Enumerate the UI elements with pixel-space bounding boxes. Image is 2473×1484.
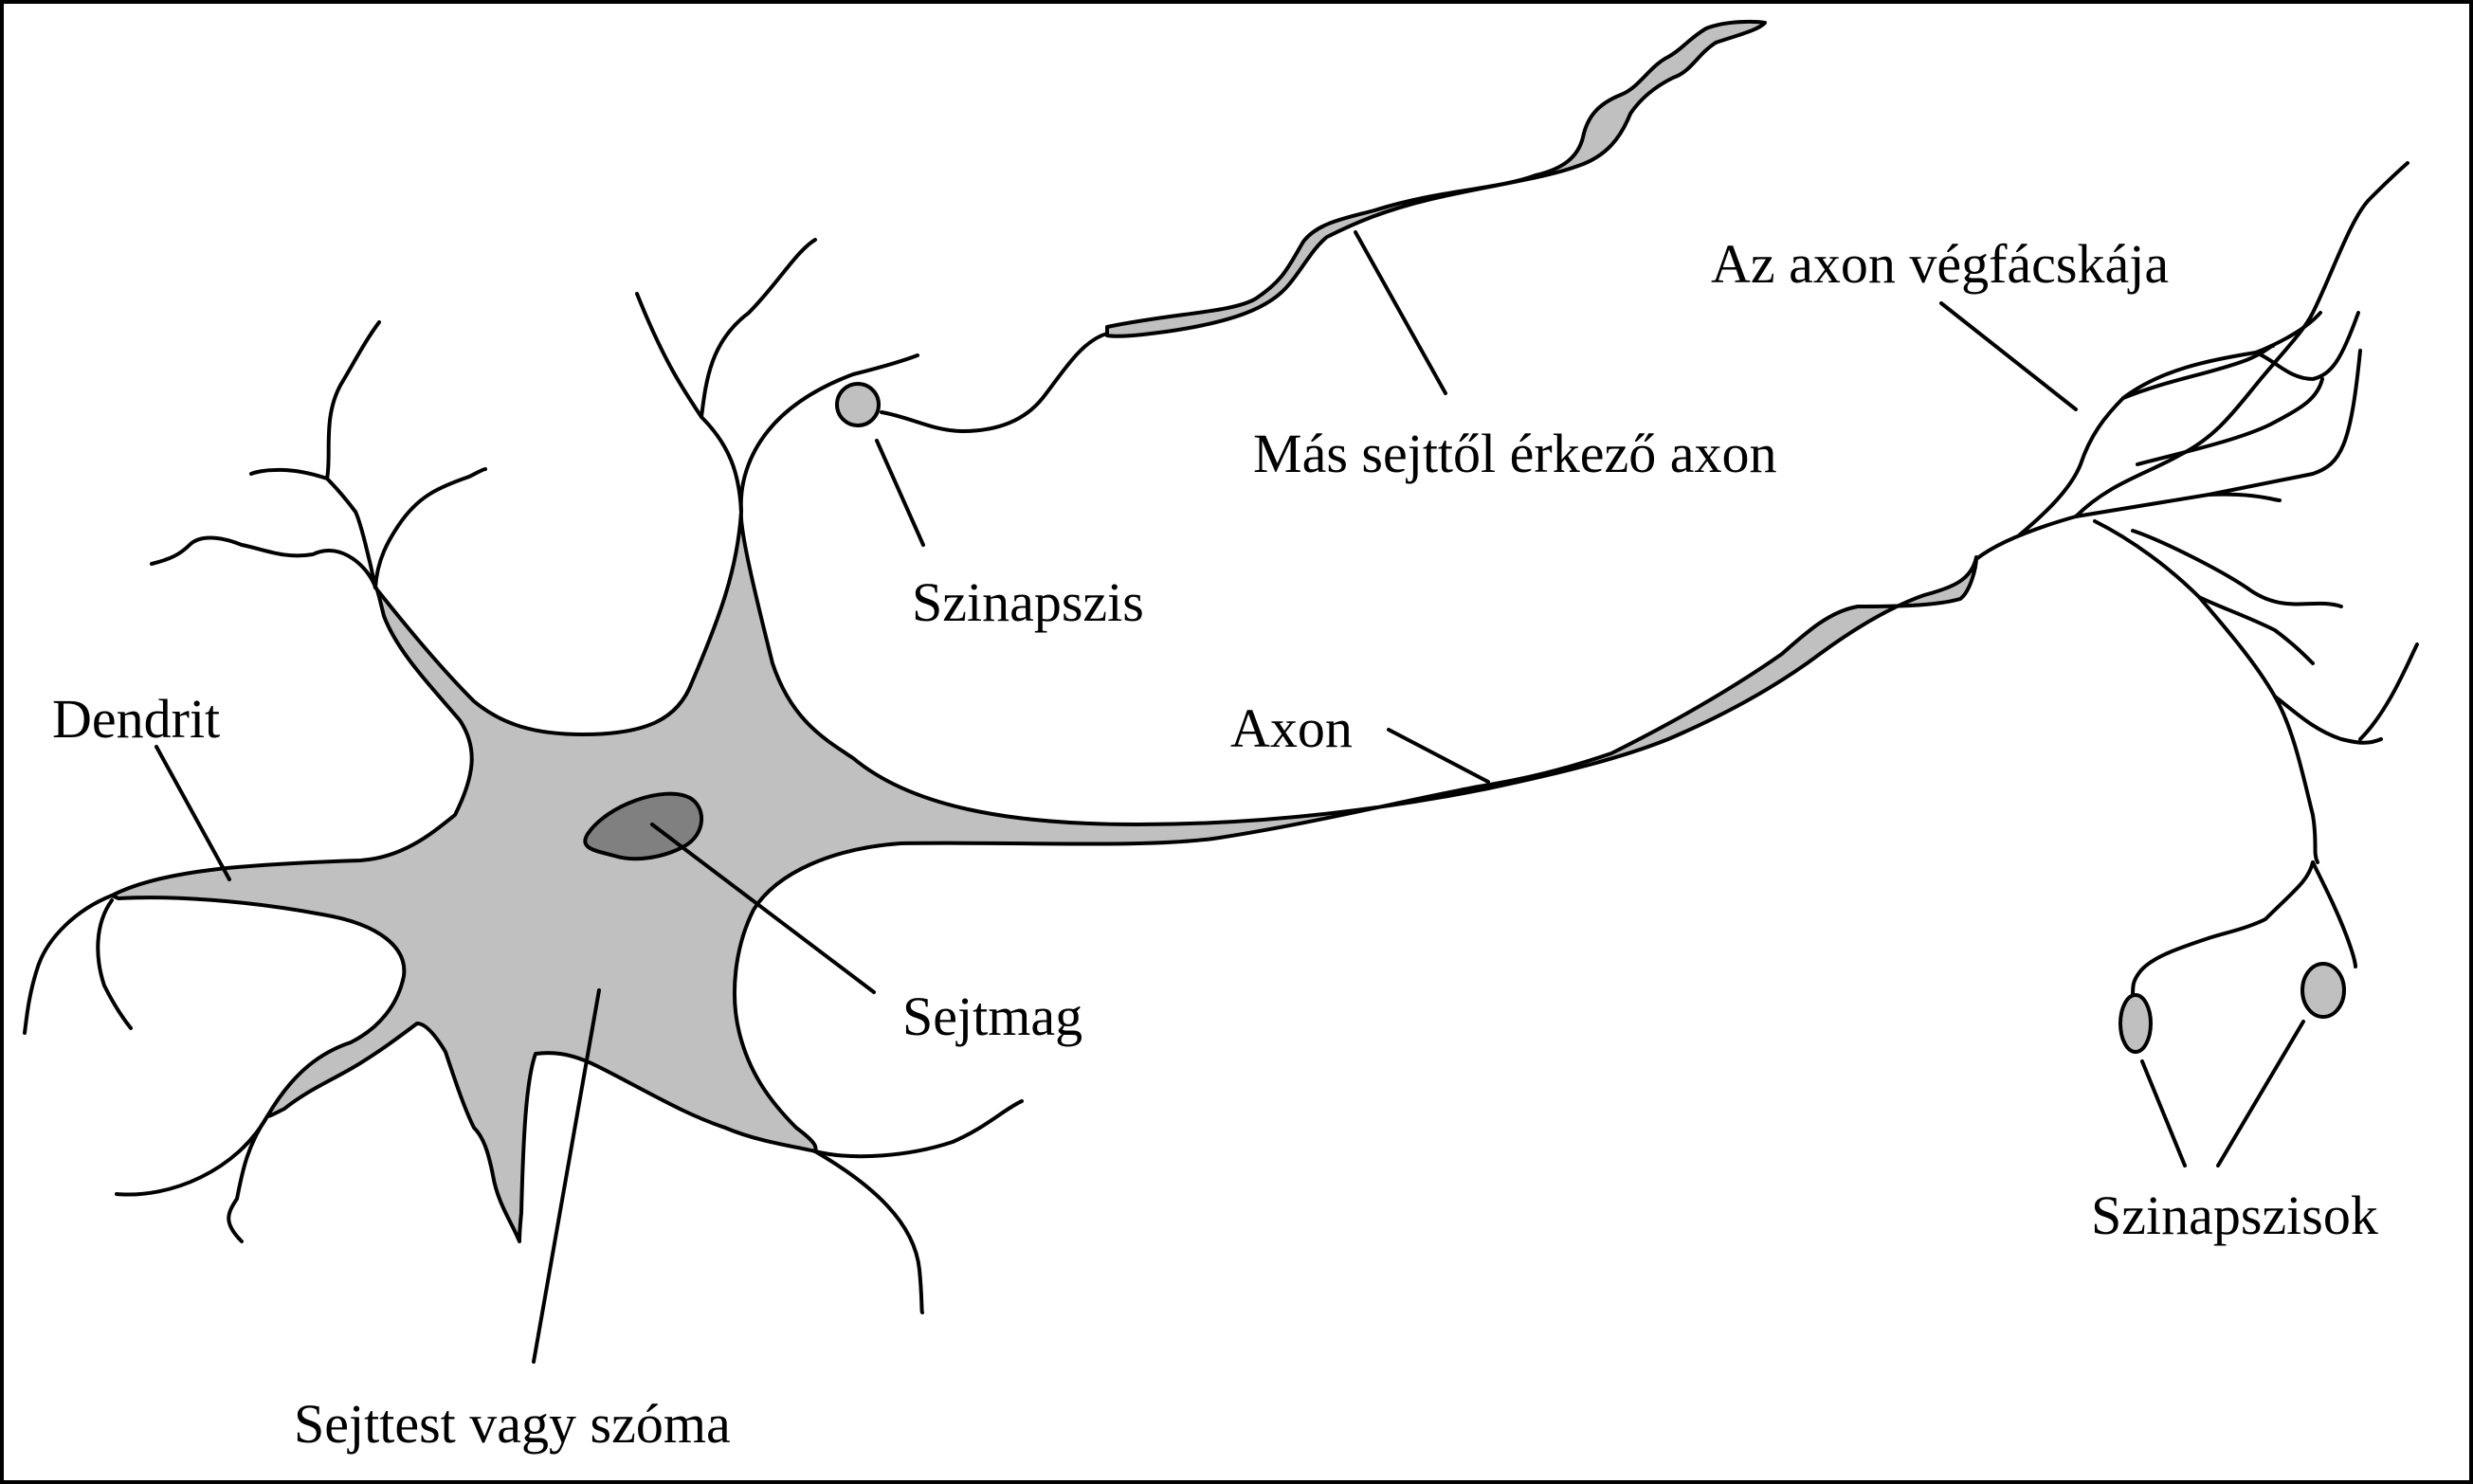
label-nucleus: Sejtmag [902,986,1082,1047]
label-axon: Axon [1230,697,1353,759]
cell-body [110,510,1978,1243]
incoming-axon [1105,19,1767,338]
label-incoming-axon: Más sejttől érkező axon [1253,423,1776,484]
label-synapses: Szinapszisok [2091,1185,2378,1246]
label-synapse: Szinapszis [912,571,1144,633]
label-dendrite: Dendrit [52,688,220,750]
dendrite-branches [23,238,1024,1314]
synapse-bouton [835,382,881,427]
terminal-synapse-right [2300,962,2346,1019]
axon-terminal-branches [1974,161,2419,999]
incoming-axon-tail [880,332,1109,433]
leader-lines [155,230,2305,1364]
nucleus [583,791,704,861]
terminal-synapse-left [2118,993,2153,1054]
label-axon-terminal: Az axon végfácskája [1711,233,2169,295]
label-soma: Sejttest vagy szóma [294,1393,731,1455]
